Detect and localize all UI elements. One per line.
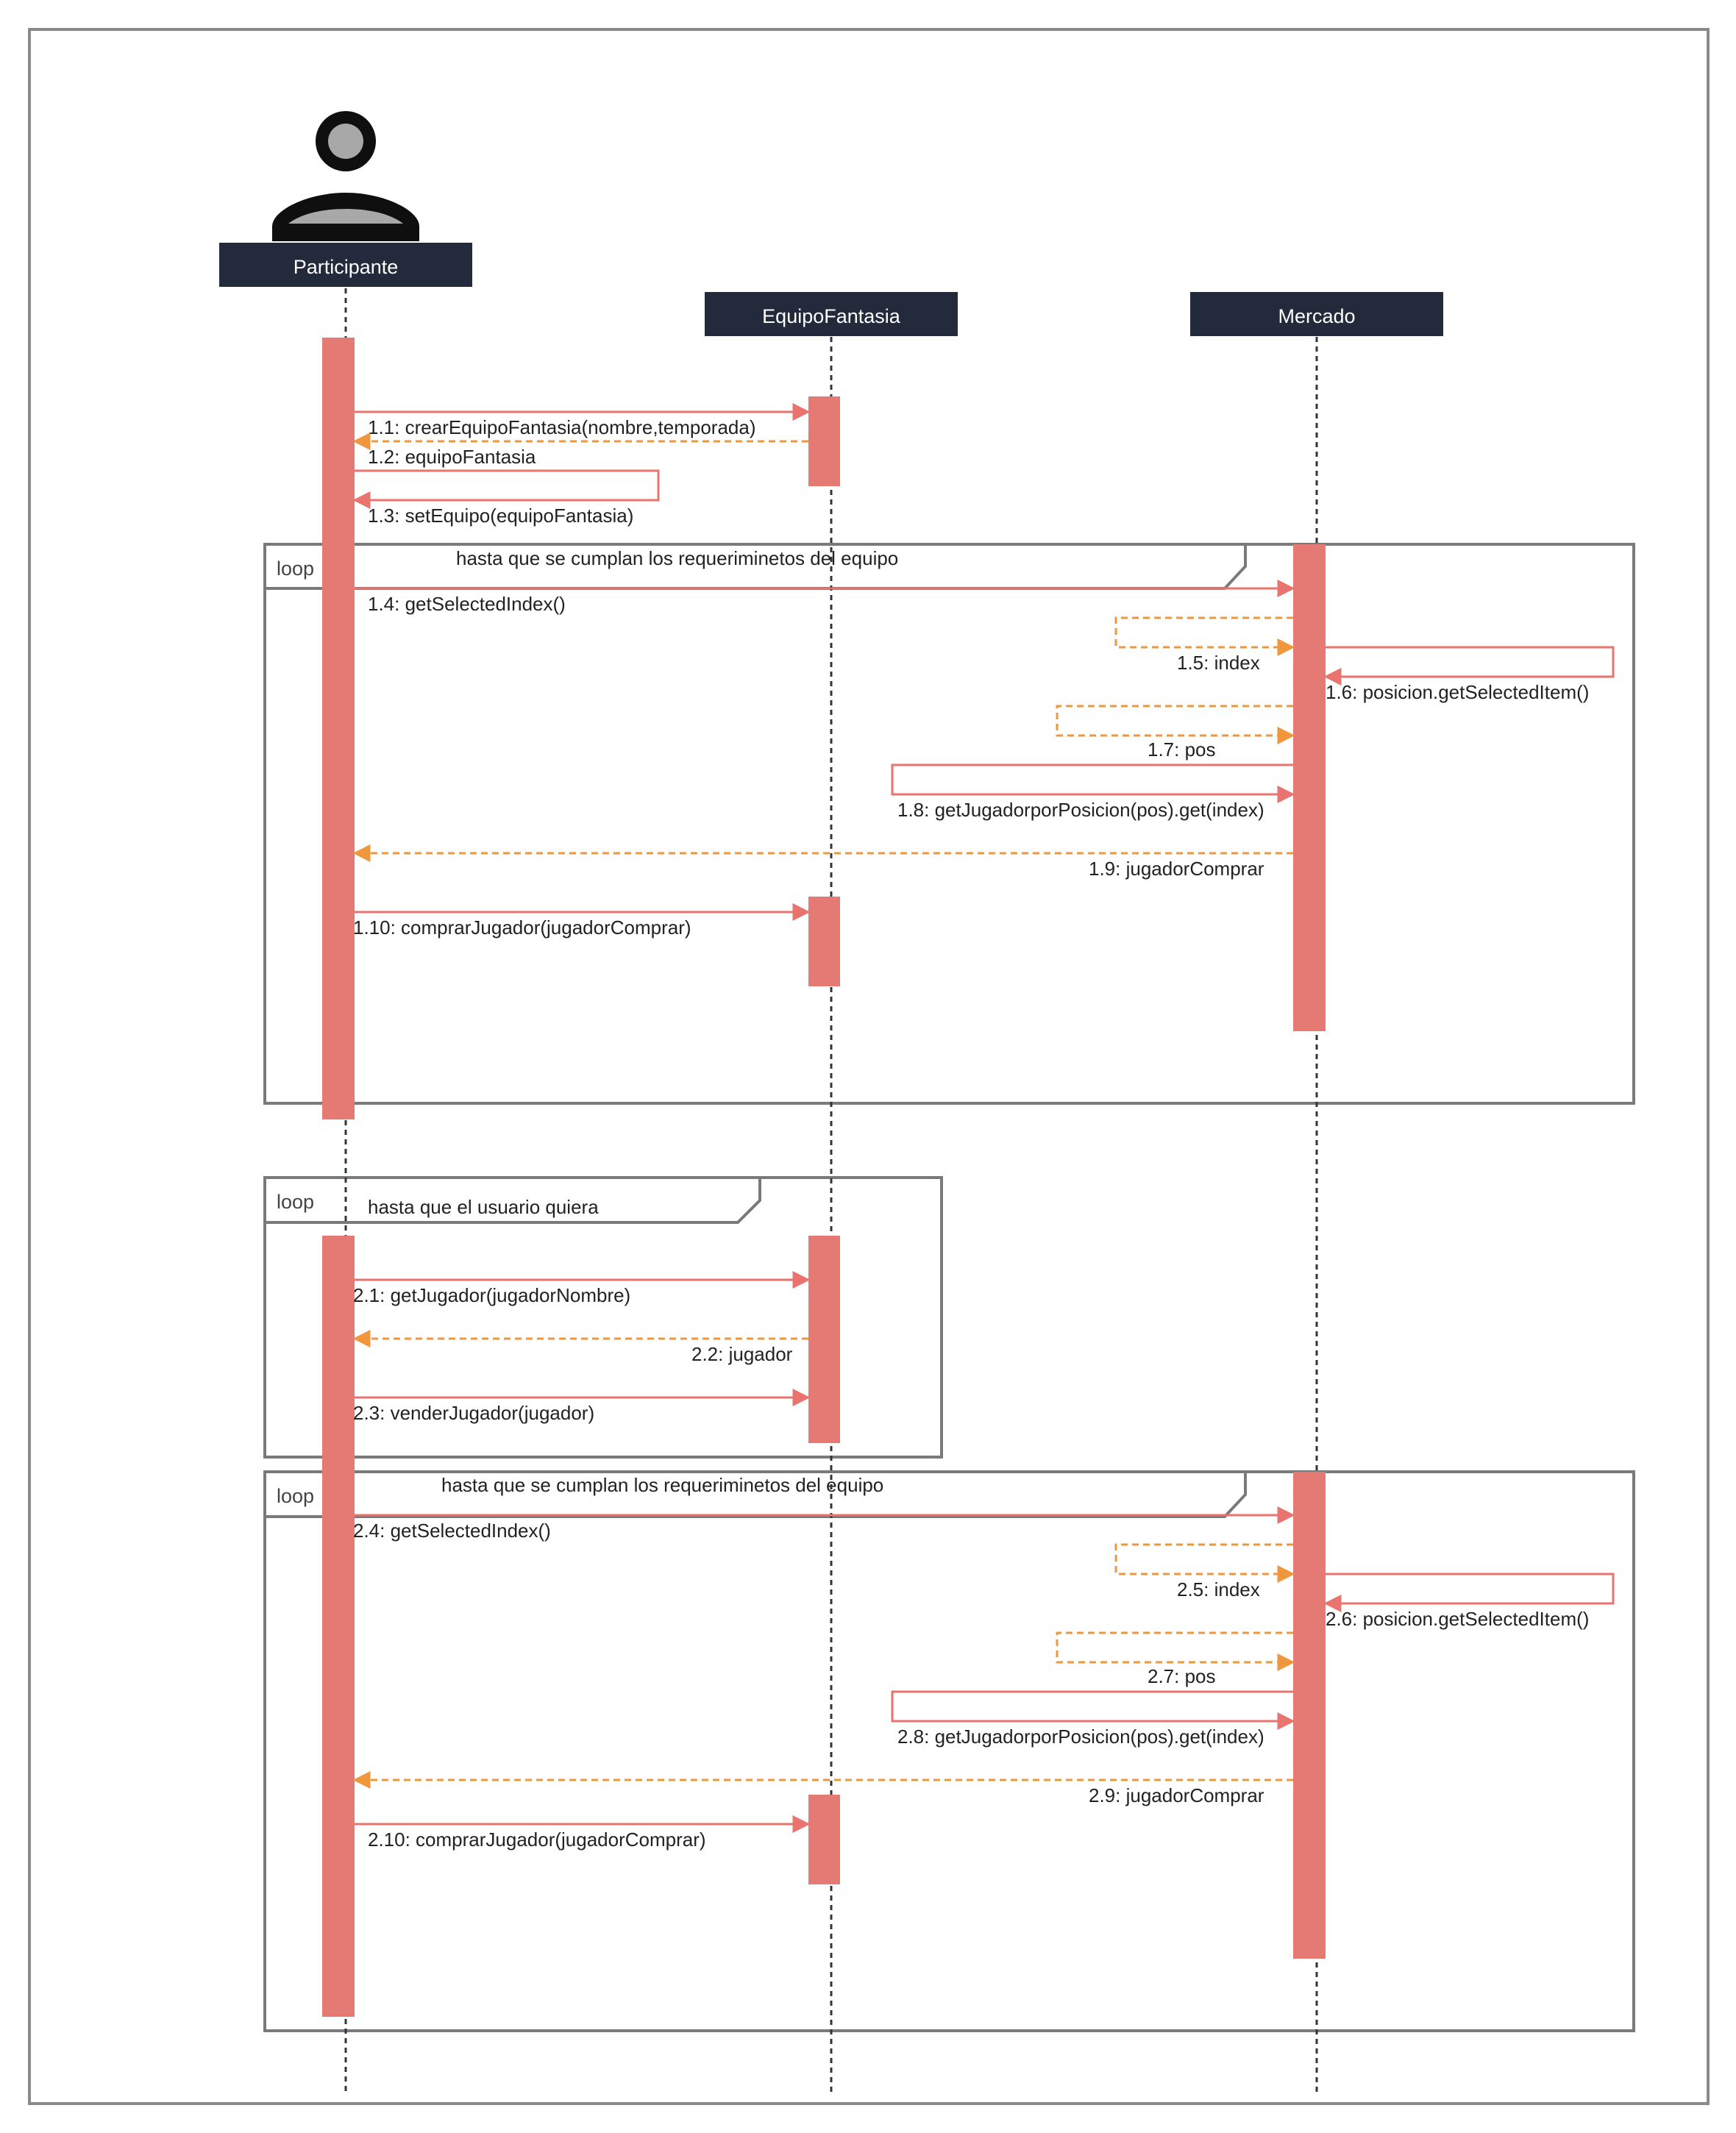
message-label: 1.7: pos xyxy=(1148,738,1216,761)
activation-bar xyxy=(808,1795,840,1884)
message-label: 2.5: index xyxy=(1177,1578,1260,1600)
message-label: 1.10: comprarJugador(jugadorComprar) xyxy=(353,916,691,939)
participant-equipofantasia[interactable]: EquipoFantasia xyxy=(705,292,958,336)
message-label: 1.6: posicion.getSelectedItem() xyxy=(1326,681,1589,703)
message-label: 1.2: equipoFantasia xyxy=(368,446,536,468)
participant-label: Mercado xyxy=(1278,305,1355,327)
message-label: 1.4: getSelectedIndex() xyxy=(368,593,566,615)
participant-participante[interactable]: Participante xyxy=(219,243,472,287)
message-label: 2.8: getJugadorporPosicion(pos).get(inde… xyxy=(897,1726,1264,1748)
message-label: 1.5: index xyxy=(1177,652,1260,674)
diagram-border xyxy=(28,28,1710,2105)
message-arrow xyxy=(1114,1543,1295,1583)
message-label: 1.3: setEquipo(equipoFantasia) xyxy=(368,505,633,527)
message-arrow xyxy=(1323,646,1615,686)
activation-bar xyxy=(322,1236,355,2017)
message-arrow xyxy=(891,1690,1295,1730)
loop-guard: hasta que se cumplan los requeriminetos … xyxy=(441,1474,883,1496)
activation-bar xyxy=(808,897,840,986)
message-label: 2.1: getJugador(jugadorNombre) xyxy=(353,1284,630,1306)
activation-bars xyxy=(322,338,1326,2017)
activation-bar xyxy=(808,396,840,486)
message-arrow xyxy=(1056,705,1295,744)
participant-label: EquipoFantasia xyxy=(762,305,901,327)
participant-label: Participante xyxy=(294,256,399,278)
message-label: 2.3: venderJugador(jugador) xyxy=(353,1402,594,1424)
loop-label: loop xyxy=(277,1485,314,1507)
message-label: 2.10: comprarJugador(jugadorComprar) xyxy=(368,1828,706,1851)
activation-bar xyxy=(1293,1472,1326,1959)
message-label: 2.4: getSelectedIndex() xyxy=(353,1520,551,1542)
message-arrow xyxy=(1323,1573,1615,1612)
participant-mercado[interactable]: Mercado xyxy=(1190,292,1443,336)
loop-frame-3: loop hasta que se cumplan los requerimin… xyxy=(263,1470,1635,2032)
message-label: 2.7: pos xyxy=(1148,1665,1216,1687)
loop-guard: hasta que el usuario quiera xyxy=(368,1196,599,1218)
message-arrow xyxy=(1114,616,1295,656)
actor-icon xyxy=(272,111,419,241)
message-arrow xyxy=(1056,1631,1295,1671)
loop-guard: hasta que se cumplan los requeriminetos … xyxy=(456,547,898,569)
message-label: 2.6: posicion.getSelectedItem() xyxy=(1326,1608,1589,1630)
activation-bar xyxy=(808,1236,840,1443)
message-label: 1.8: getJugadorporPosicion(pos).get(inde… xyxy=(897,799,1264,821)
activation-bar xyxy=(1293,544,1326,1031)
loop-frame-1: loop hasta que se cumplan los requerimin… xyxy=(263,543,1635,1105)
message-arrow xyxy=(352,469,660,509)
message-label: 2.2: jugador xyxy=(691,1343,793,1365)
message-label: 1.1: crearEquipoFantasia(nombre,temporad… xyxy=(368,416,756,438)
message-arrow xyxy=(891,763,1295,803)
message-label: 1.9: jugadorComprar xyxy=(1089,858,1264,880)
loop-label: loop xyxy=(277,1191,314,1213)
loop-frame-2: loop hasta que el usuario quiera xyxy=(263,1176,943,1459)
activation-bar xyxy=(322,338,355,1119)
message-label: 2.9: jugadorComprar xyxy=(1089,1784,1264,1806)
loop-label: loop xyxy=(277,558,314,580)
